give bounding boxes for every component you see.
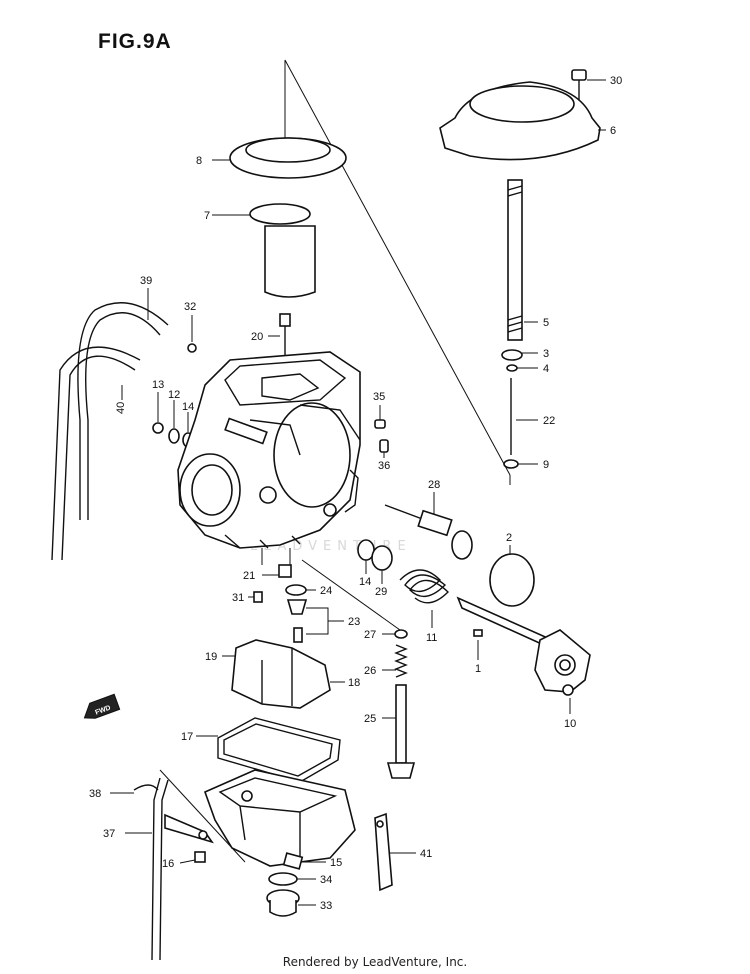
part-20-screw	[268, 313, 291, 360]
callout-7: 7	[204, 210, 210, 222]
part-31-jet	[248, 591, 263, 603]
part-3-washer	[501, 349, 538, 361]
fwd-arrow-icon: FWD	[83, 693, 121, 719]
callout-14b: 14	[359, 576, 371, 588]
callout-12: 12	[168, 389, 180, 401]
part-24-o-ring	[285, 584, 316, 596]
part-18-float	[231, 639, 345, 709]
part-4-clip	[506, 364, 538, 372]
callout-19: 19	[205, 651, 217, 663]
callout-23: 23	[348, 616, 360, 628]
callout-2: 2	[506, 532, 512, 544]
part-33-plug	[266, 889, 316, 917]
callout-35: 35	[373, 391, 385, 403]
callout-9: 9	[543, 459, 549, 471]
callout-21: 21	[243, 570, 255, 582]
part-30-screw	[571, 69, 606, 100]
callout-18: 18	[348, 677, 360, 689]
callout-17: 17	[181, 731, 193, 743]
part-5-needle-spring	[507, 179, 538, 341]
callout-25: 25	[364, 713, 376, 725]
part-32-clip	[187, 315, 197, 353]
callout-41: 41	[420, 848, 432, 860]
part-41-bracket	[374, 812, 416, 892]
part-37-bracket	[125, 813, 214, 844]
part-27-washer	[382, 629, 408, 639]
callout-15: 15	[330, 857, 342, 869]
part-25-pilot-screw	[382, 684, 416, 779]
callout-3: 3	[543, 348, 549, 360]
part-9-ring	[503, 459, 538, 469]
callout-24: 24	[320, 585, 332, 597]
callout-31: 31	[232, 592, 244, 604]
part-15-drain-screw	[282, 852, 326, 870]
part-2-disc	[489, 545, 535, 607]
reference-lines	[284, 59, 511, 485]
callout-8: 8	[196, 155, 202, 167]
part-21-jet	[262, 564, 292, 578]
reference-lines-lower	[159, 548, 401, 863]
callout-20: 20	[251, 331, 263, 343]
part-11-spring	[399, 569, 450, 628]
part-35-screw	[374, 405, 386, 429]
part-8-diaphragm	[212, 137, 347, 179]
callout-22: 22	[543, 415, 555, 427]
callout-29: 29	[375, 586, 387, 598]
part-17-gasket	[196, 717, 341, 783]
callout-30: 30	[610, 75, 622, 87]
part-10-throttle-shaft	[456, 596, 591, 714]
part-22-needle	[510, 378, 538, 455]
callout-38: 38	[89, 788, 101, 800]
callout-34: 34	[320, 874, 332, 886]
footer-credit: Rendered by LeadVenture, Inc.	[282, 955, 468, 969]
callout-36: 36	[378, 460, 390, 472]
part-7-piston-valve	[212, 203, 316, 298]
callout-11: 11	[426, 632, 437, 644]
callout-32: 32	[184, 301, 196, 313]
callout-28: 28	[428, 479, 440, 491]
part-39-40-hoses	[51, 288, 169, 561]
callout-37: 37	[103, 828, 115, 840]
callout-13: 13	[152, 379, 164, 391]
part-26-spring	[382, 644, 408, 678]
part-29-spacer	[371, 545, 393, 584]
float-bowl	[203, 769, 356, 867]
part-28-plunger	[384, 492, 473, 560]
carburetor-body	[177, 351, 361, 549]
callout-4: 4	[543, 363, 549, 375]
part-38-drain-tube	[110, 777, 169, 961]
callout-26: 26	[364, 665, 376, 677]
callout-5: 5	[543, 317, 549, 329]
callout-labels: 30 6 8 7 5 3 4 22 9 39 32 20 13 12 14 40…	[89, 75, 622, 912]
part-23-needle-jet	[286, 599, 344, 643]
figure-title: FIG.9A	[98, 30, 172, 53]
callout-14a: 14	[182, 401, 194, 413]
callout-10: 10	[564, 718, 576, 730]
callout-1: 1	[475, 663, 481, 675]
part-1-screw	[473, 629, 483, 660]
part-13-12-14-rings	[152, 392, 194, 448]
part-36-screw	[379, 439, 389, 458]
callout-39: 39	[140, 275, 152, 287]
callout-16: 16	[162, 858, 174, 870]
part-34-o-ring	[268, 872, 316, 886]
callout-6: 6	[610, 125, 616, 137]
callout-40: 40	[115, 402, 127, 414]
callout-33: 33	[320, 900, 332, 912]
part-16-screw	[179, 851, 206, 864]
part-6-top-cap	[439, 81, 606, 161]
callout-27: 27	[364, 629, 376, 641]
